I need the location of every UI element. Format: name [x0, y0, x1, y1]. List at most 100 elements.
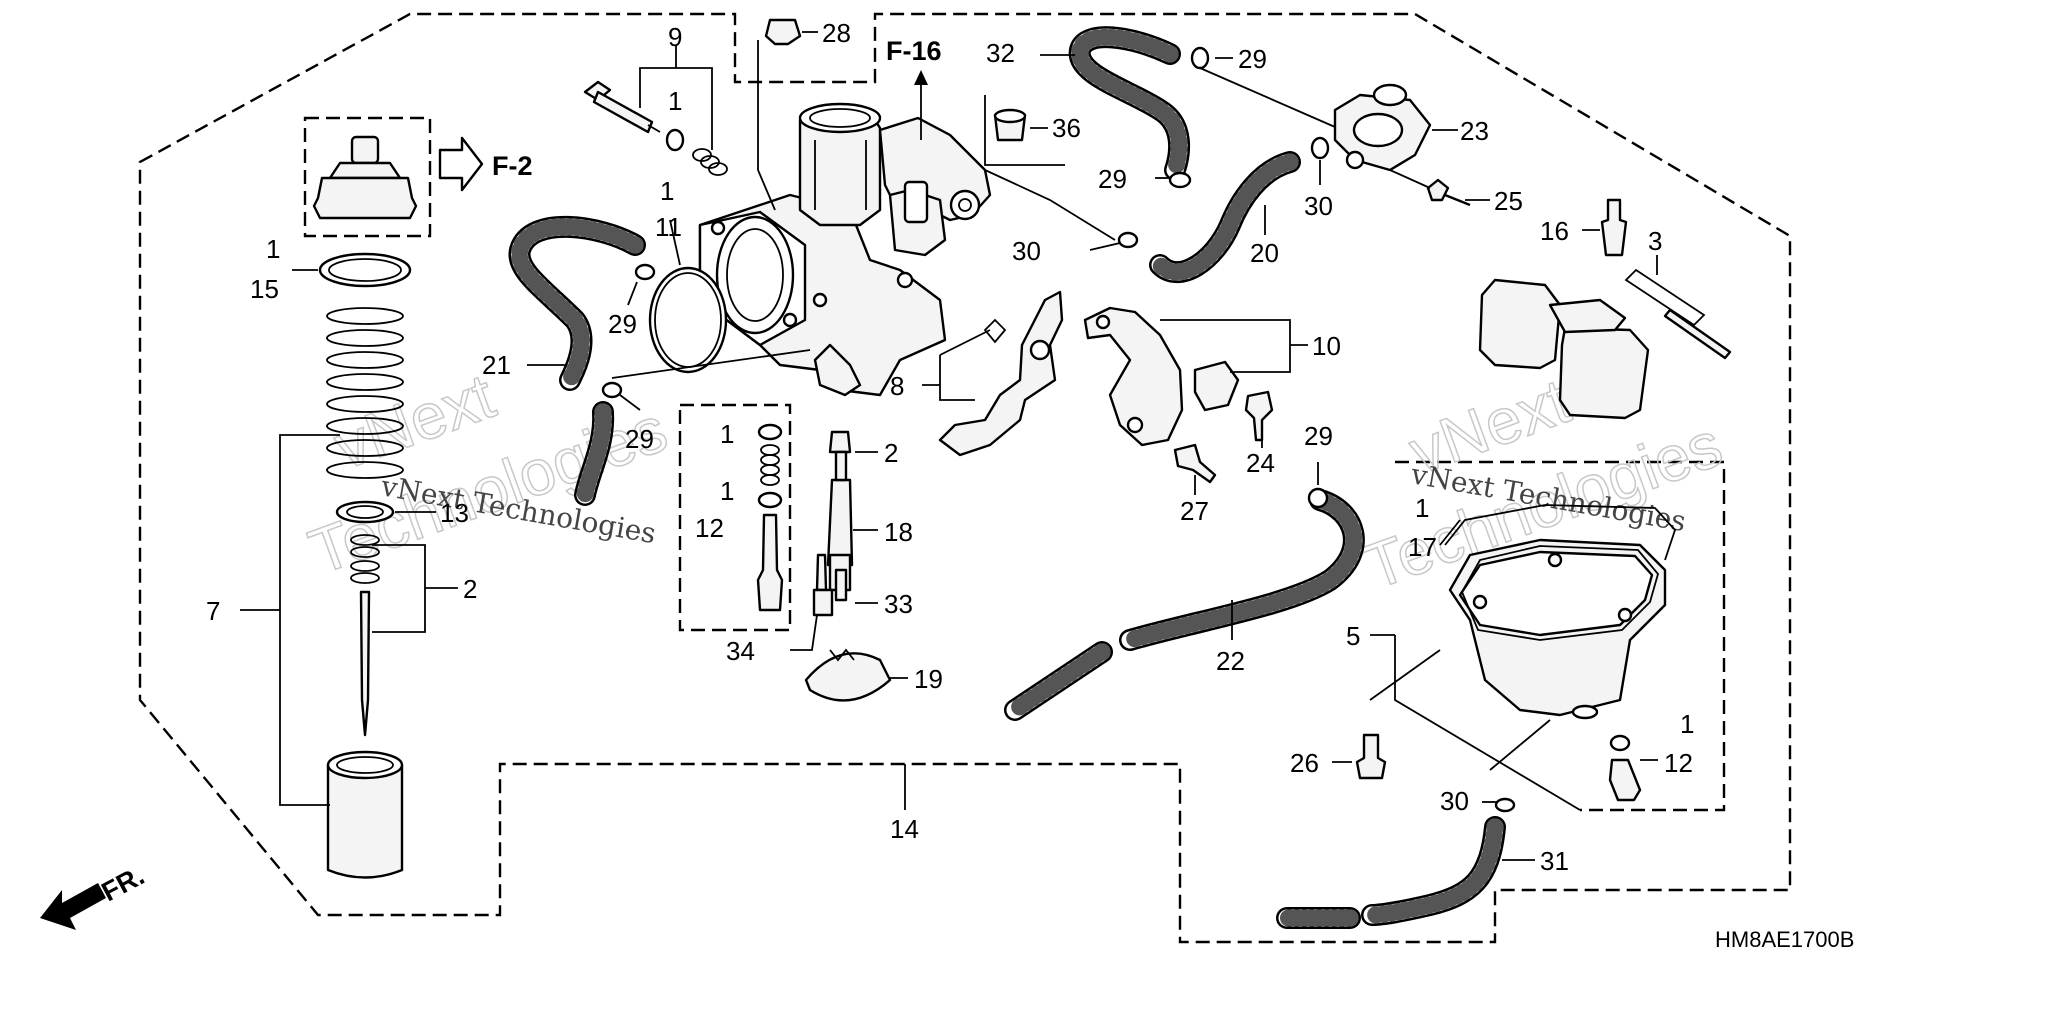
jet-parts-box — [678, 403, 792, 632]
cap-36 — [993, 108, 1027, 142]
callout-29-a: 29 — [608, 309, 637, 339]
leader-29-lower — [619, 394, 641, 411]
callout-36: 36 — [1052, 113, 1081, 143]
leader-11 — [669, 219, 681, 266]
hose-21 — [508, 215, 646, 506]
clip-2 — [350, 534, 380, 584]
callout-26: 26 — [1290, 748, 1319, 778]
leader-28-down — [757, 40, 776, 211]
callout-17: 17 — [1408, 532, 1437, 562]
callout-30-c: 30 — [1440, 786, 1469, 816]
front-direction-arrow-icon — [40, 883, 106, 930]
pilot-screw-9 — [583, 80, 661, 134]
screw-26 — [1355, 733, 1387, 780]
leader-25-route — [1389, 169, 1431, 189]
leader-30-mid — [1089, 242, 1121, 251]
leader-10 — [1160, 319, 1291, 373]
callout-20: 20 — [1250, 238, 1279, 268]
callout-34: 34 — [726, 636, 755, 666]
leader-29-to-valve — [1199, 67, 1336, 128]
screw-28 — [764, 18, 802, 46]
callout-12-a: 12 — [695, 513, 724, 543]
callout-12-b: 12 — [1664, 748, 1693, 778]
leader-30-to-chamber — [1489, 719, 1551, 771]
callout-1-c: 1 — [660, 176, 674, 206]
leader-26-route — [1369, 649, 1441, 701]
leaders-left — [240, 269, 458, 806]
callout-24: 24 — [1246, 448, 1275, 478]
leader-3-box — [1624, 268, 1706, 327]
callout-2-a: 2 — [463, 574, 477, 604]
leader-30-route — [984, 169, 1116, 241]
hose-22 — [1004, 489, 1365, 721]
drain-screw-12 — [1608, 734, 1642, 802]
callout-3: 3 — [1648, 226, 1662, 256]
washer-9 — [665, 128, 685, 152]
callout-31: 31 — [1540, 846, 1569, 876]
float-chamber-5 — [1448, 538, 1667, 720]
callout-27: 27 — [1180, 496, 1209, 526]
float-chamber-box — [1395, 460, 1726, 812]
leader-29-left — [627, 281, 638, 306]
callout-1-a: 1 — [266, 234, 280, 264]
callout-29-d: 29 — [1098, 164, 1127, 194]
callout-33: 33 — [884, 589, 913, 619]
callout-labels: 1 15 7 13 2 9 1 1 11 28 29 21 29 1 1 12 … — [206, 18, 1694, 876]
ref-f2: F-2 — [492, 151, 533, 181]
callout-25: 25 — [1494, 186, 1523, 216]
spring-7 — [326, 307, 404, 479]
hose-31 — [1276, 816, 1506, 929]
callout-30-b: 30 — [1304, 191, 1333, 221]
jet-needle — [359, 590, 371, 737]
callout-32: 32 — [986, 38, 1015, 68]
ref-f16: F-16 — [886, 36, 942, 66]
diagram-code: HM8AE1700B — [1715, 927, 1854, 952]
float-3 — [1478, 278, 1732, 420]
callout-23: 23 — [1460, 116, 1489, 146]
callout-1-f: 1 — [1415, 493, 1429, 523]
fuel-valve-23 — [1333, 83, 1432, 172]
bolt-25 — [1426, 178, 1471, 207]
gasket-15-inner — [328, 258, 402, 282]
callout-28: 28 — [822, 18, 851, 48]
callout-29-b: 29 — [625, 424, 654, 454]
screw-27 — [1173, 443, 1217, 484]
callout-13: 13 — [440, 498, 469, 528]
callout-8: 8 — [890, 371, 904, 401]
callout-7: 7 — [206, 596, 220, 626]
leader-34 — [790, 614, 818, 651]
callout-18: 18 — [884, 517, 913, 547]
callout-1-d: 1 — [720, 419, 734, 449]
spring-9 — [692, 148, 728, 176]
callout-29-e: 29 — [1304, 421, 1333, 451]
callout-10: 10 — [1312, 331, 1341, 361]
leader-36-box — [984, 95, 1065, 166]
screw-24 — [1244, 390, 1274, 442]
callout-2-b: 2 — [884, 438, 898, 468]
callout-1-g: 1 — [1680, 709, 1694, 739]
callout-21: 21 — [482, 350, 511, 380]
callout-1-e: 1 — [720, 476, 734, 506]
needle-holder-13-inner — [346, 505, 384, 519]
callout-30-a: 30 — [1012, 236, 1041, 266]
leader-17 — [1439, 519, 1461, 546]
f2-arrow-icon — [438, 136, 484, 192]
throttle-slide — [326, 750, 404, 879]
callout-16: 16 — [1540, 216, 1569, 246]
leader-5-route — [1394, 635, 1581, 811]
hose-20 — [1149, 151, 1301, 284]
cap-top — [312, 135, 418, 220]
f16-arrow-icon — [914, 70, 928, 85]
needle-holder-13 — [335, 500, 395, 524]
callout-19: 19 — [914, 664, 943, 694]
callout-11: 11 — [655, 212, 682, 242]
cap-detail-box — [303, 116, 432, 238]
callout-9: 9 — [668, 22, 682, 52]
float-valve-16 — [1600, 198, 1628, 257]
callout-15: 15 — [250, 274, 279, 304]
gasket-17 — [1444, 504, 1677, 561]
leader-8-b — [939, 329, 991, 356]
callout-5: 5 — [1346, 621, 1360, 651]
